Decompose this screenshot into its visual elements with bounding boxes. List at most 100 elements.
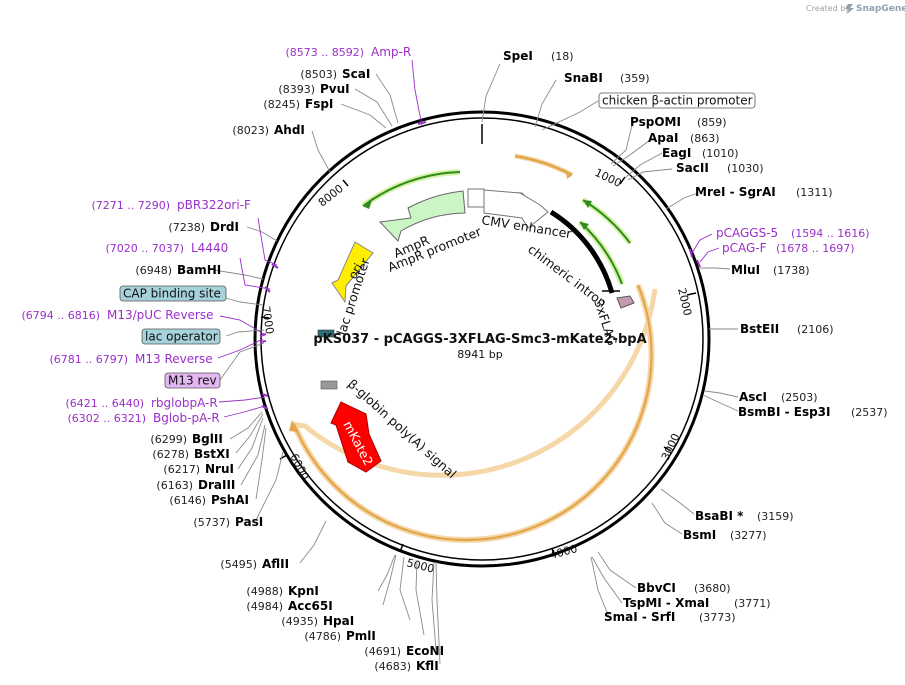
- orange-arrow-top-halo: [514, 153, 574, 178]
- site-name: BbvCI: [637, 581, 676, 595]
- boxed-feature-cap-site: CAP binding site: [119, 285, 227, 302]
- site-pos: (8023): [232, 124, 269, 137]
- orange-arrow-large-head: [289, 420, 298, 432]
- feature-3xflag: [616, 295, 635, 309]
- site-pos: (6146): [169, 494, 206, 507]
- snapgene-logo-icon: [845, 4, 854, 14]
- site-pos: (3159): [757, 510, 794, 523]
- site-name: ScaI: [342, 67, 370, 81]
- site-pos: (8393): [278, 83, 315, 96]
- orange-feature-arrows: [289, 153, 658, 543]
- primer-name: pBR322ori-F: [177, 198, 251, 212]
- primer-range: (6421 .. 6440): [65, 397, 144, 410]
- site-name: PmlI: [346, 629, 376, 643]
- site-pos: (18): [551, 50, 574, 63]
- site-name: KflI: [416, 659, 439, 673]
- site-name: SmaI - SrfI: [604, 610, 675, 624]
- site-name: FspI: [305, 97, 333, 111]
- primer-range: (6302 .. 6321): [67, 412, 146, 425]
- feature-ampr: [378, 190, 466, 242]
- site-name: AhdI: [274, 123, 305, 137]
- site-name: BamHI: [177, 263, 221, 277]
- site-pos: (2503): [781, 391, 818, 404]
- site-pos: (7238): [168, 221, 205, 234]
- site-pos: (2106): [797, 323, 834, 336]
- tick-label-7000: 7000: [259, 305, 276, 335]
- primer-name: pCAGGS-5: [716, 226, 778, 240]
- site-name: DrdI: [210, 220, 239, 234]
- primer-range: (8573 .. 8592): [285, 46, 364, 59]
- site-name: PvuI: [320, 82, 350, 96]
- credit-brand: SnapGene: [856, 4, 905, 14]
- site-pos: (1738): [773, 264, 810, 277]
- site-name: SpeI: [503, 49, 533, 63]
- green-arrow-right1-halo: [581, 197, 633, 245]
- site-name: DraIII: [198, 478, 235, 492]
- site-name: BstXI: [194, 447, 230, 461]
- site-pos: (4786): [304, 630, 341, 643]
- site-name: BsmBI - Esp3I: [738, 405, 830, 419]
- site-name: EcoNI: [406, 644, 444, 658]
- site-name: SacII: [676, 161, 709, 175]
- site-name: BsaBI *: [695, 509, 744, 523]
- orange-arrow-top-head: [566, 170, 572, 179]
- boxed-feature-chicken-actin: chicken β-actin promoter: [598, 92, 756, 109]
- site-pos: (859): [697, 116, 727, 129]
- snapgene-logo: [845, 4, 854, 14]
- site-pos: (6278): [152, 448, 189, 461]
- site-pos: (6299): [150, 433, 187, 446]
- label-ori: ori: [345, 261, 365, 282]
- site-pos: (1311): [796, 186, 833, 199]
- feature-mkate2: [330, 401, 382, 473]
- primer-name: L4440: [191, 241, 228, 255]
- feature-grey-box: [320, 380, 338, 390]
- leader-lines: [213, 59, 739, 665]
- tick-label-8000: 8000: [316, 182, 346, 209]
- site-name: PasI: [235, 515, 263, 529]
- site-name: BglII: [192, 432, 223, 446]
- feature-lac-box: [317, 329, 335, 338]
- site-pos: (3680): [694, 582, 731, 595]
- primer-name: rbglobpA-R: [151, 396, 218, 410]
- green-feature-arrows: [361, 169, 633, 286]
- tick-label-4000: 4000: [548, 542, 578, 562]
- feature-ori: [331, 241, 374, 304]
- site-name: NruI: [205, 462, 234, 476]
- site-name: BstEII: [740, 322, 779, 336]
- site-pos: (3771): [734, 597, 771, 610]
- backbone-outer: [253, 110, 711, 568]
- site-name: MluI: [731, 263, 760, 277]
- primer-range: (7020 .. 7037): [105, 242, 184, 255]
- site-pos: (6948): [135, 264, 172, 277]
- site-name: EagI: [662, 146, 691, 160]
- boxed-feature-m13-rev: M13 rev: [164, 372, 221, 389]
- site-pos: (4984): [246, 600, 283, 613]
- plasmid-title: pKS037 - pCAGGS-3XFLAG-Smc3-mKate2-bpA: [313, 332, 646, 347]
- site-pos: (3773): [699, 611, 736, 624]
- primer-marks: [259, 121, 701, 410]
- primer-name: M13 Reverse: [135, 352, 213, 366]
- site-pos: (4935): [281, 615, 318, 628]
- site-pos: (2537): [851, 406, 888, 419]
- site-pos: (4988): [246, 585, 283, 598]
- label-lac-operator: lac operator: [145, 330, 218, 344]
- tick-label-3000: 3000: [659, 431, 683, 462]
- label-m13-rev: M13 rev: [168, 374, 217, 388]
- plasmid-size: 8941 bp: [457, 348, 502, 361]
- site-pos: (5495): [220, 558, 257, 571]
- site-pos: (863): [690, 132, 720, 145]
- primer-range: (6794 .. 6816): [21, 309, 100, 322]
- site-name: AscI: [739, 390, 767, 404]
- backbone-inner: [260, 117, 704, 561]
- green-arrow-right2-head: [580, 222, 589, 230]
- site-pos: (3277): [730, 529, 767, 542]
- site-name: KpnI: [288, 584, 319, 598]
- site-pos: (1010): [702, 147, 739, 160]
- label-chicken-actin: chicken β-actin promoter: [602, 94, 753, 108]
- orange-arrow-large-halo: [291, 288, 658, 478]
- green-arrow-top: [362, 171, 461, 207]
- site-pos: (8245): [263, 98, 300, 111]
- site-pos: (4683): [374, 660, 411, 673]
- site-name: TspMI - XmaI: [623, 596, 709, 610]
